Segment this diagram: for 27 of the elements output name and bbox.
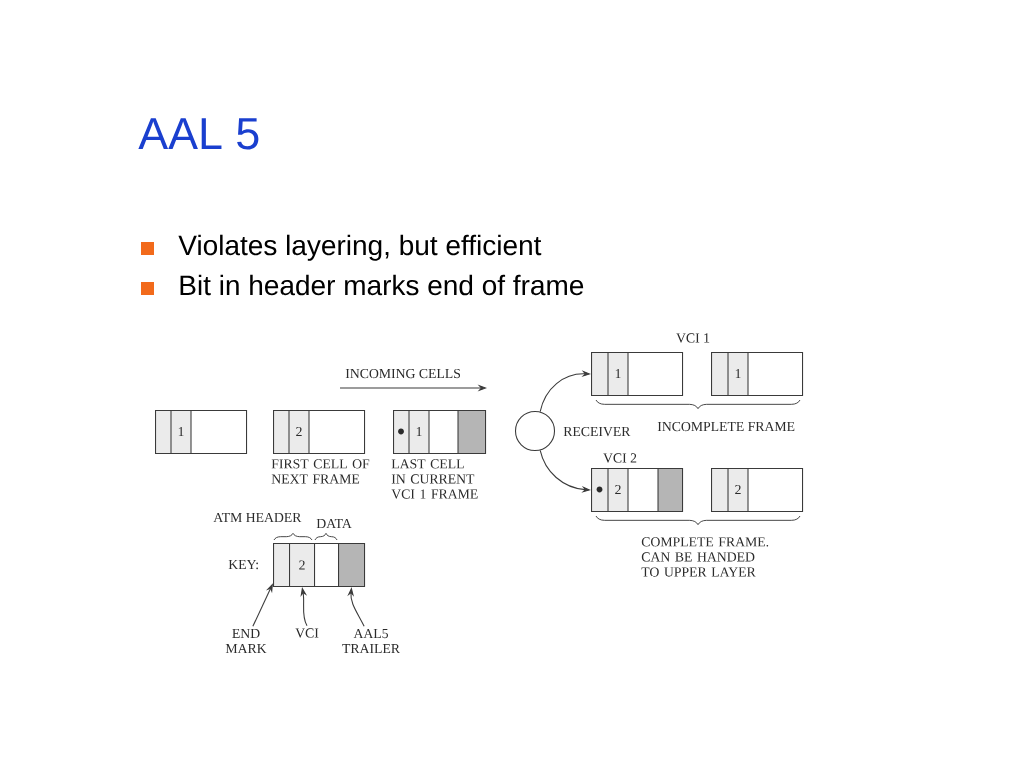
atm-cell: 2 [273,409,366,455]
label: ATM HEADER [213,512,302,523]
label: COMPLETE FRAME. CAN BE HANDED TO UPPER LAYER [641,537,769,577]
bullet-text: Violates layering, but efficient [178,234,542,261]
atm-cell: 1 [393,409,487,455]
atm-cell: 2 [711,467,804,513]
bullet-text: Bit in header marks end of frame [180,274,584,296]
atm-cell: 1 [155,409,248,455]
label: KEY: [228,560,258,570]
data-field [314,543,340,588]
title: AAL 5 [138,118,259,150]
node-label: FIRST CELL OF NEXT FRAME [271,459,370,484]
atm-cell: 2 [591,467,684,513]
atm-cell: 1 [711,351,804,397]
node-label: LAST CELL IN CURRENT VCI 1 FRAME [391,459,478,499]
node-label: RECEIVER [563,426,631,437]
end-mark-field [273,543,291,588]
callout-label: AAL5 TRAILER [342,628,400,654]
label: VCI 1 [676,333,710,343]
label: DATA [316,518,352,529]
callout-label: VCI [295,628,319,638]
trailer-field [338,543,366,588]
atm-cell: 1 [591,351,684,397]
callout-label: END MARK [225,629,267,654]
vci-field: 2 [289,543,316,588]
label: INCOMPLETE FRAME [657,421,795,432]
label: INCOMING CELLS [345,368,460,379]
